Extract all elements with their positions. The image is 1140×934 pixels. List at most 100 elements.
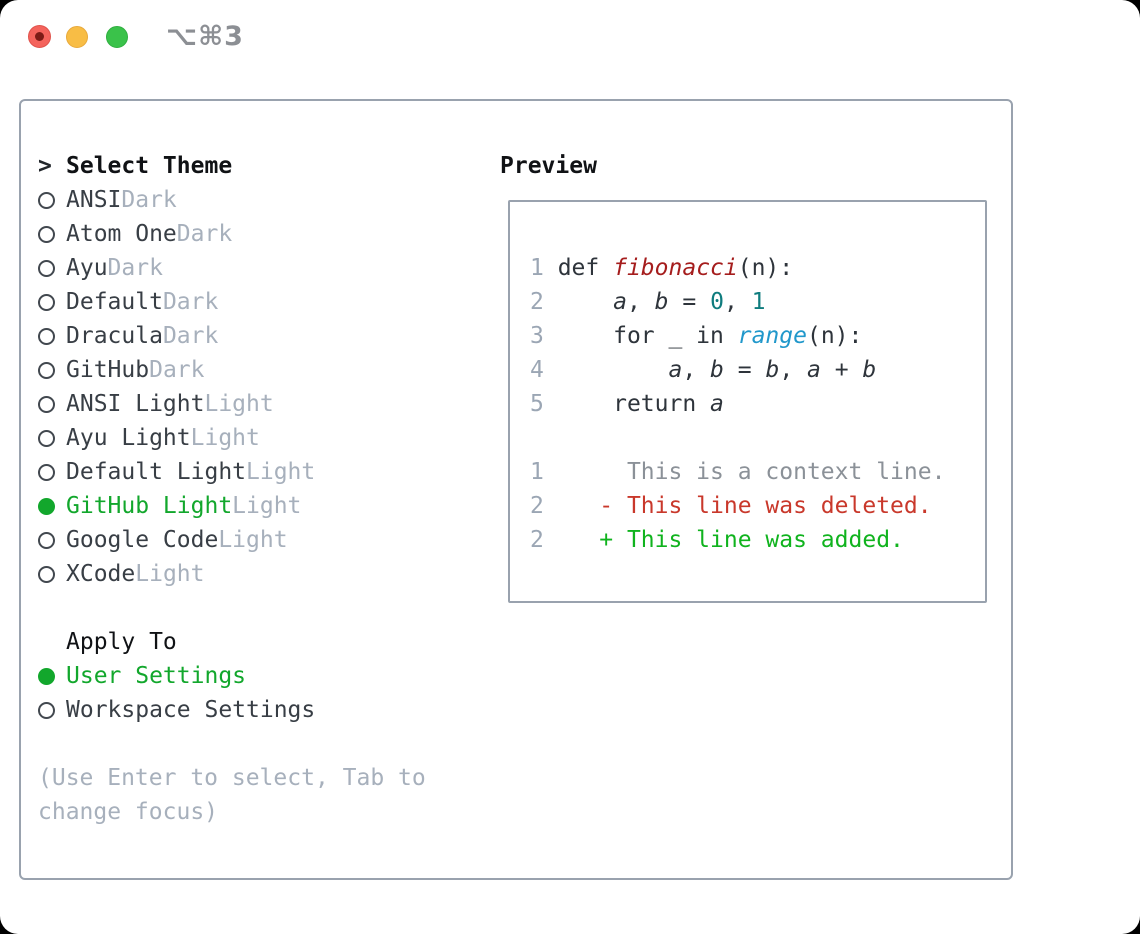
theme-variant: Dark: [162, 323, 219, 349]
code-line: 2 a, b = 0, 1: [530, 285, 945, 319]
theme-variant: Light: [135, 561, 205, 587]
code-token: +: [820, 357, 863, 383]
code-token: b: [710, 357, 724, 383]
code-token: 0: [710, 289, 724, 315]
code-token: - This line was deleted.: [599, 493, 932, 519]
radio-icon: [38, 225, 55, 243]
zoom-button[interactable]: [106, 26, 128, 48]
line-number: 1: [530, 255, 544, 281]
line-number: 5: [530, 391, 544, 417]
apply-option-label: Workspace Settings: [66, 697, 316, 723]
theme-row[interactable]: Dracula Dark: [38, 319, 426, 353]
code-token: ,: [723, 289, 752, 315]
theme-name: Ayu Light: [66, 425, 191, 451]
code-token: a: [807, 357, 821, 383]
theme-variant: Light: [204, 391, 274, 417]
radio-icon: [38, 191, 55, 209]
theme-row[interactable]: Default Dark: [38, 285, 426, 319]
hint-line-2: change focus): [38, 799, 219, 825]
code-token: [544, 289, 613, 315]
code-line: 4 a, b = b, a + b: [530, 353, 945, 387]
theme-variant: Dark: [176, 221, 233, 247]
theme-variant: Light: [218, 527, 288, 553]
code-token: b: [862, 357, 877, 383]
apply-to-header-row: Apply To: [38, 625, 426, 659]
line-number: 2: [530, 527, 544, 553]
theme-row[interactable]: ANSI Light Light: [38, 387, 426, 421]
apply-option-row[interactable]: Workspace Settings: [38, 693, 426, 727]
code-token: (n):: [806, 323, 863, 349]
code-token: def: [543, 255, 614, 281]
apply-option-row[interactable]: User Settings: [38, 659, 426, 693]
theme-row[interactable]: Atom One Dark: [38, 217, 426, 251]
code-token: b: [765, 357, 780, 383]
theme-name: Ayu: [66, 255, 108, 281]
theme-row[interactable]: Ayu Light Light: [38, 421, 426, 455]
radio-icon: [38, 429, 55, 447]
theme-name: GitHub Light: [66, 493, 233, 519]
radio-icon: [38, 259, 55, 277]
code-token: a: [710, 391, 724, 417]
minimize-button[interactable]: [66, 26, 88, 48]
blank-line: [530, 421, 945, 455]
code-token: ,: [779, 357, 808, 383]
theme-variant: Dark: [107, 255, 163, 281]
theme-name: Default Light: [66, 459, 247, 485]
code-token: [544, 493, 599, 519]
radio-icon: [38, 395, 55, 413]
line-number: 4: [530, 357, 544, 383]
code-token: range: [737, 323, 807, 349]
theme-variant: Light: [190, 425, 260, 451]
select-theme-header-row: > Select Theme: [38, 149, 426, 183]
code-token: fibonacci: [613, 255, 738, 281]
radio-icon: [38, 531, 55, 549]
close-button[interactable]: [28, 25, 51, 48]
theme-variant: Dark: [162, 289, 219, 315]
theme-row[interactable]: Ayu Dark: [38, 251, 426, 285]
code-token: a: [668, 357, 683, 383]
theme-row[interactable]: Google Code Light: [38, 523, 426, 557]
theme-row[interactable]: ANSI Dark: [38, 183, 426, 217]
apply-option-label: User Settings: [66, 663, 247, 689]
radio-selected-icon: [38, 667, 55, 685]
preview-title: Preview: [500, 153, 597, 179]
spacer: [38, 591, 426, 625]
theme-name: Default: [66, 289, 163, 315]
code-token: b: [654, 289, 669, 315]
code-token: =: [668, 289, 711, 315]
titlebar: ⌥⌘3: [0, 0, 1140, 75]
theme-row[interactable]: XCode Light: [38, 557, 426, 591]
apply-to-title: Apply To: [66, 629, 177, 655]
spacer: [38, 727, 426, 761]
theme-row[interactable]: Default Light Light: [38, 455, 426, 489]
theme-row[interactable]: GitHub Light Light: [38, 489, 426, 523]
theme-variant: Dark: [149, 357, 205, 383]
line-number: 1: [530, 459, 544, 485]
theme-name: Atom One: [66, 221, 177, 247]
theme-row[interactable]: GitHub Dark: [38, 353, 426, 387]
select-theme-title: Select Theme: [66, 153, 233, 179]
theme-variant: Light: [246, 459, 316, 485]
radio-icon: [38, 565, 55, 583]
code-token: [544, 357, 669, 383]
radio-selected-icon: [38, 497, 55, 515]
code-line: 1 def fibonacci(n):: [530, 251, 945, 285]
code-token: a: [613, 289, 627, 315]
code-token: (n):: [737, 255, 794, 281]
radio-icon: [38, 293, 55, 311]
theme-name: ANSI: [66, 187, 122, 213]
code-token: [544, 527, 599, 553]
code-token: 1: [751, 289, 766, 315]
theme-name: ANSI Light: [66, 391, 205, 417]
code-line: 5 return a: [530, 387, 945, 421]
code-token: This is a context line.: [543, 459, 946, 485]
code-token: return: [543, 391, 711, 417]
theme-name: GitHub: [66, 357, 150, 383]
